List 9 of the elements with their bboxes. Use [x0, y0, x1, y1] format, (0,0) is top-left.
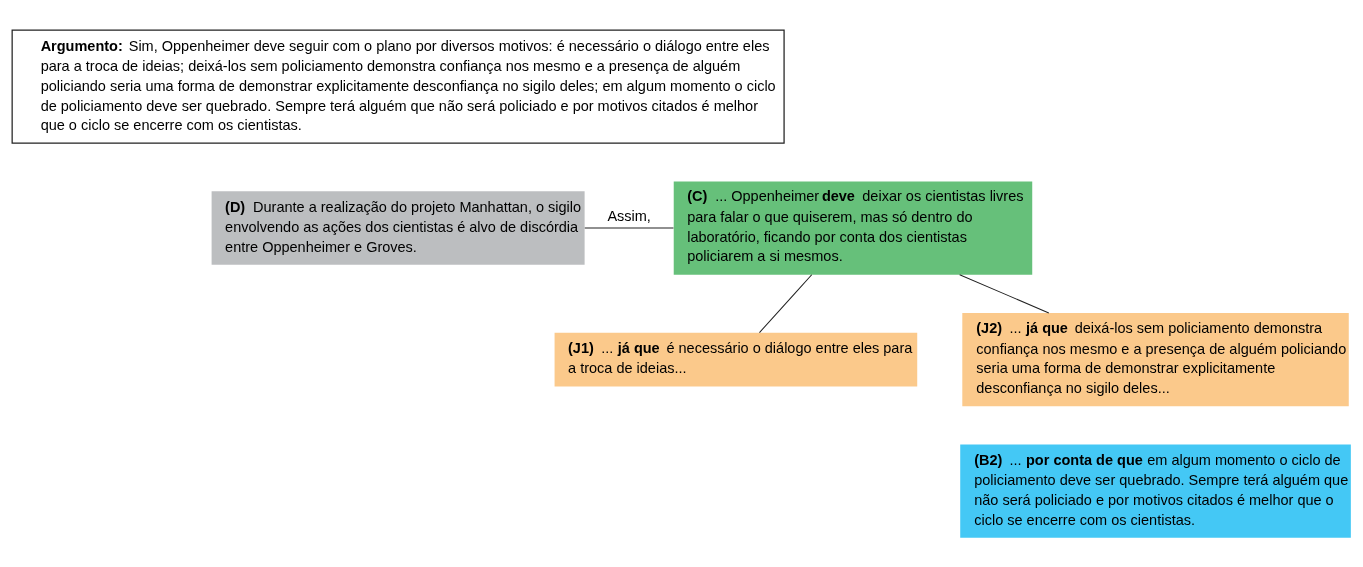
node-box: (B2) ... por conta de que em algum momento o ciclo de policiamento deve ser quebrado. Sempre terá alguém que não será policiado e por motivos citados é melhor que o ciclo se encerre com os cientistas. [960, 444, 1351, 538]
connector [758, 273, 813, 333]
node-box: Argumento: Sim, Oppenheimer deve seguir com o plano por diversos motivos: é necessário o diálogo entre eles para a troca de ideias; deixá-los sem policiamento demonstra confiança nos mesmo e a presença de alguém policiando seria uma forma de demonstrar explicitamente desconfiança no sigilo deles; em algum momento o ciclo de policiamento deve ser quebrado. Sempre terá alguém que não será policiado e por motivos citados é melhor que o ciclo se encerre com os cientistas. [11, 29, 785, 144]
edge-label: Assim, [607, 207, 651, 224]
connector [959, 273, 1050, 313]
node-box: (J2) ... já que deixá-los sem policiamento demonstra confiança nos mesmo e a presença de alguém policiando seria uma forma de demonstrar explicitamente desconfiança no sigilo deles... [962, 312, 1349, 406]
node-box: (J1) ... já que é necessário o diálogo entre eles para a troca de ideias... [554, 332, 918, 387]
node-box: (D) Durante a realização do projeto Manhattan, o sigilo envolvendo as ações dos cientistas é alvo de discórdia entre Oppenheimer e Groves. [211, 190, 585, 265]
node-box: (C) ... Oppenheimer deve deixar os cientistas livres para falar o que quiserem, mas só dentro do laboratório, ficando por conta dos cientistas policiarem a si mesmos. [673, 180, 1033, 275]
